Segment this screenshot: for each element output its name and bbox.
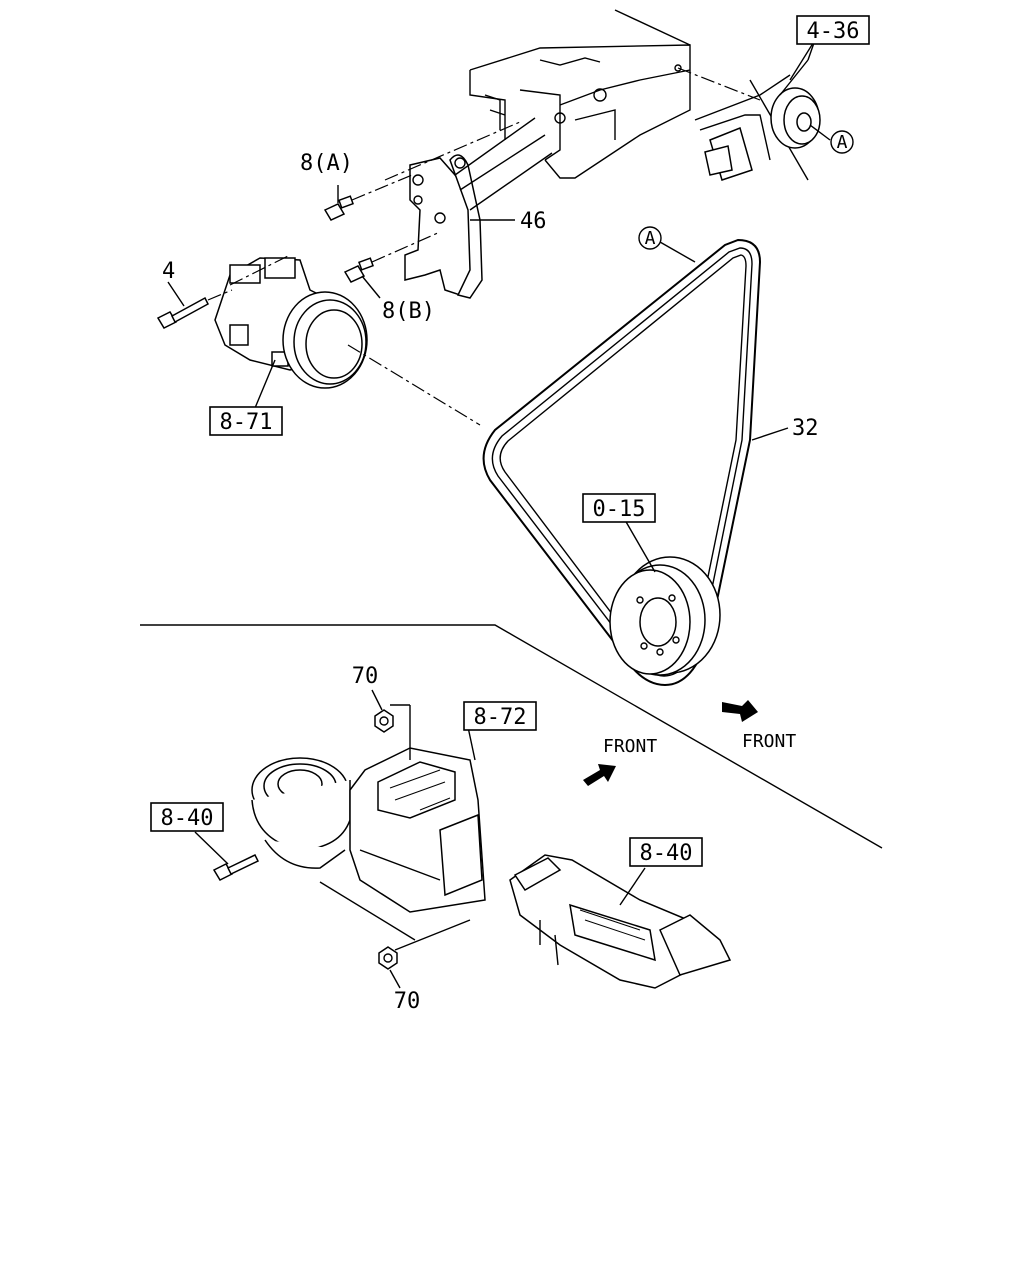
front-arrow-lower [722,700,758,722]
bracket-46 [384,117,553,299]
part-label-70-bottom: 70 [394,989,421,1014]
circle-a-marker-top: A [837,132,848,153]
pulley-assembly-4-36 [694,39,854,181]
ref-label-0-15: 0-15 [593,497,646,522]
part-label-4: 4 [162,259,175,284]
part-label-46: 46 [520,209,547,234]
bolt-8a [323,174,413,221]
ref-label-8-72: 8-72 [474,705,527,730]
heater-unit-8-72 [251,704,486,951]
ref-box-4-36[interactable] [796,15,870,45]
ref-label-4-36: 4-36 [807,19,860,44]
part-label-32: 32 [792,416,819,441]
circle-a-marker-belt: A [645,228,656,249]
part-label-8a: 8(A) [300,151,353,176]
section-divider [140,624,883,849]
part-label-8b: 8(B) [382,299,435,324]
duct-8-40-right [509,854,732,989]
bolt-4 [156,281,233,329]
front-label-upper: FRONT [603,736,657,757]
bolt-8b [343,231,441,299]
ref-label-8-40-left: 8-40 [161,806,214,831]
front-arrow-upper [583,764,616,786]
part-label-70-top: 70 [352,664,379,689]
ref-box-8-40-left[interactable] [150,802,224,832]
front-label-lower: FRONT [742,731,796,752]
ref-label-8-40-right: 8-40 [640,841,693,866]
nut-70-bottom [378,946,401,989]
nut-70-top [371,689,394,733]
ref-box-8-40-right[interactable] [629,837,703,867]
pulley-0-15 [609,519,721,676]
ref-label-8-71: 8-71 [220,410,273,435]
engine-block [469,9,761,179]
bolt-8-40-left [194,831,260,881]
compressor-8-71 [214,254,481,426]
ref-box-0-15[interactable] [582,493,656,523]
ref-box-8-72[interactable] [463,701,537,731]
ref-box-8-71[interactable] [209,406,283,436]
